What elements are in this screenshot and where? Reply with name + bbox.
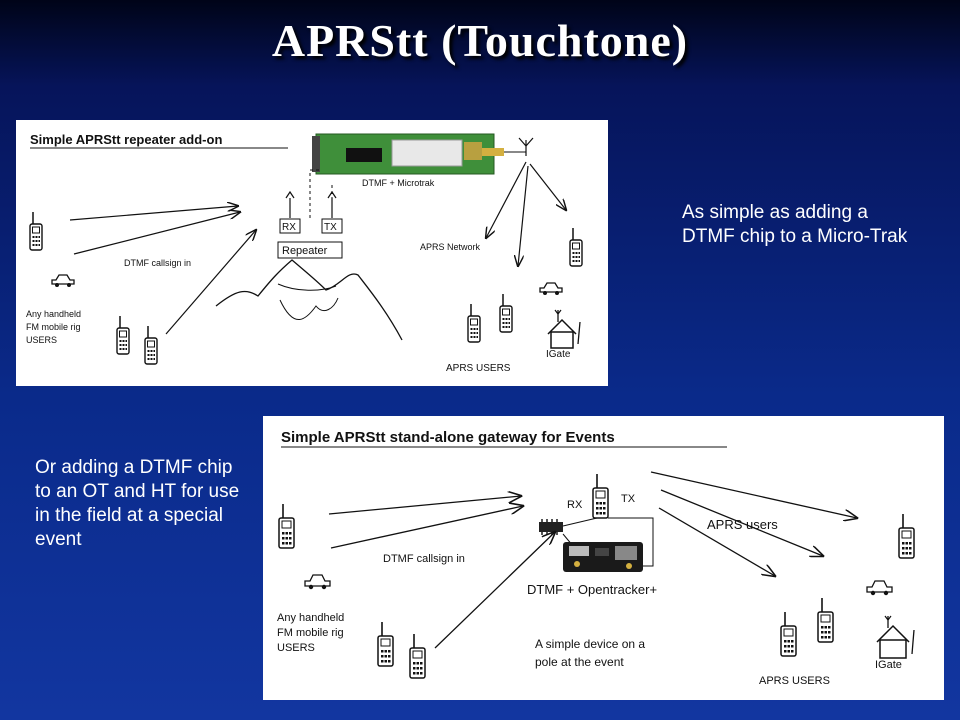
caption-top: As simple as adding a DTMF chip to a Mic… (682, 202, 908, 247)
users-line1: Any handheld (26, 309, 81, 319)
handheld-icon (377, 621, 394, 667)
handheld-icon (409, 633, 426, 679)
device-label: DTMF + Opentracker+ (527, 582, 657, 597)
caption-bottom: Or adding a DTMF chip to an OT and HT fo… (35, 457, 240, 550)
slide-title: APRStt (Touchtone) (271, 15, 689, 66)
house-icon (547, 309, 581, 349)
handheld-icon (817, 597, 834, 643)
dtmf-callsign-label: DTMF callsign in (124, 258, 191, 268)
igate-label: IGate (875, 659, 902, 671)
users-line3: USERS (277, 642, 315, 654)
board-label: DTMF + Microtrak (362, 178, 435, 188)
igate-label: IGate (546, 349, 571, 360)
users-line2: FM mobile rig (277, 627, 344, 639)
handheld-icon (499, 293, 513, 333)
board-antenna-icon (504, 137, 534, 156)
microtrak-board (312, 133, 504, 175)
handheld-icon (116, 315, 130, 355)
handheld-icon (278, 503, 295, 549)
handheld-icon (144, 325, 158, 365)
car-icon (304, 574, 331, 590)
aprs-network-label: APRS Network (420, 242, 481, 252)
note-line1: A simple device on a (535, 637, 645, 651)
diagram1-heading: Simple APRStt repeater add-on (30, 132, 222, 147)
users-line3: USERS (26, 335, 57, 345)
aprs-users-label: APRS USERS (759, 675, 830, 687)
handheld-icon (898, 513, 915, 559)
users-line2: FM mobile rig (26, 322, 81, 332)
rx-label: RX (282, 222, 296, 233)
tx-label: TX (621, 493, 636, 505)
aprs-users-label: APRS USERS (446, 363, 511, 374)
opentracker-board (563, 542, 643, 572)
handheld-icon (569, 227, 583, 267)
rx-label: RX (567, 499, 583, 511)
car-icon (539, 282, 563, 296)
standalone-gateway-diagram: Simple APRStt stand-alone gateway for Ev… (263, 416, 944, 700)
car-icon (51, 274, 75, 288)
dtmf-chip (539, 519, 563, 535)
repeater-label: Repeater (282, 245, 328, 257)
repeater-addon-diagram: Simple APRStt repeater add-on DTMF + Mic… (16, 120, 608, 386)
users-line1: Any handheld (277, 612, 344, 624)
tx-label: TX (324, 222, 337, 233)
aprs-users-mid-label: APRS users (707, 517, 778, 532)
handheld-icon (780, 611, 797, 657)
handheld-icon (29, 211, 43, 251)
handheld-icon (467, 303, 481, 343)
gateway-handheld-icon (592, 473, 609, 519)
note-line2: pole at the event (535, 655, 624, 669)
dtmf-callsign-label: DTMF callsign in (383, 553, 465, 565)
house-icon (876, 615, 915, 659)
diagram2-heading: Simple APRStt stand-alone gateway for Ev… (281, 429, 615, 446)
car-icon (866, 580, 893, 596)
